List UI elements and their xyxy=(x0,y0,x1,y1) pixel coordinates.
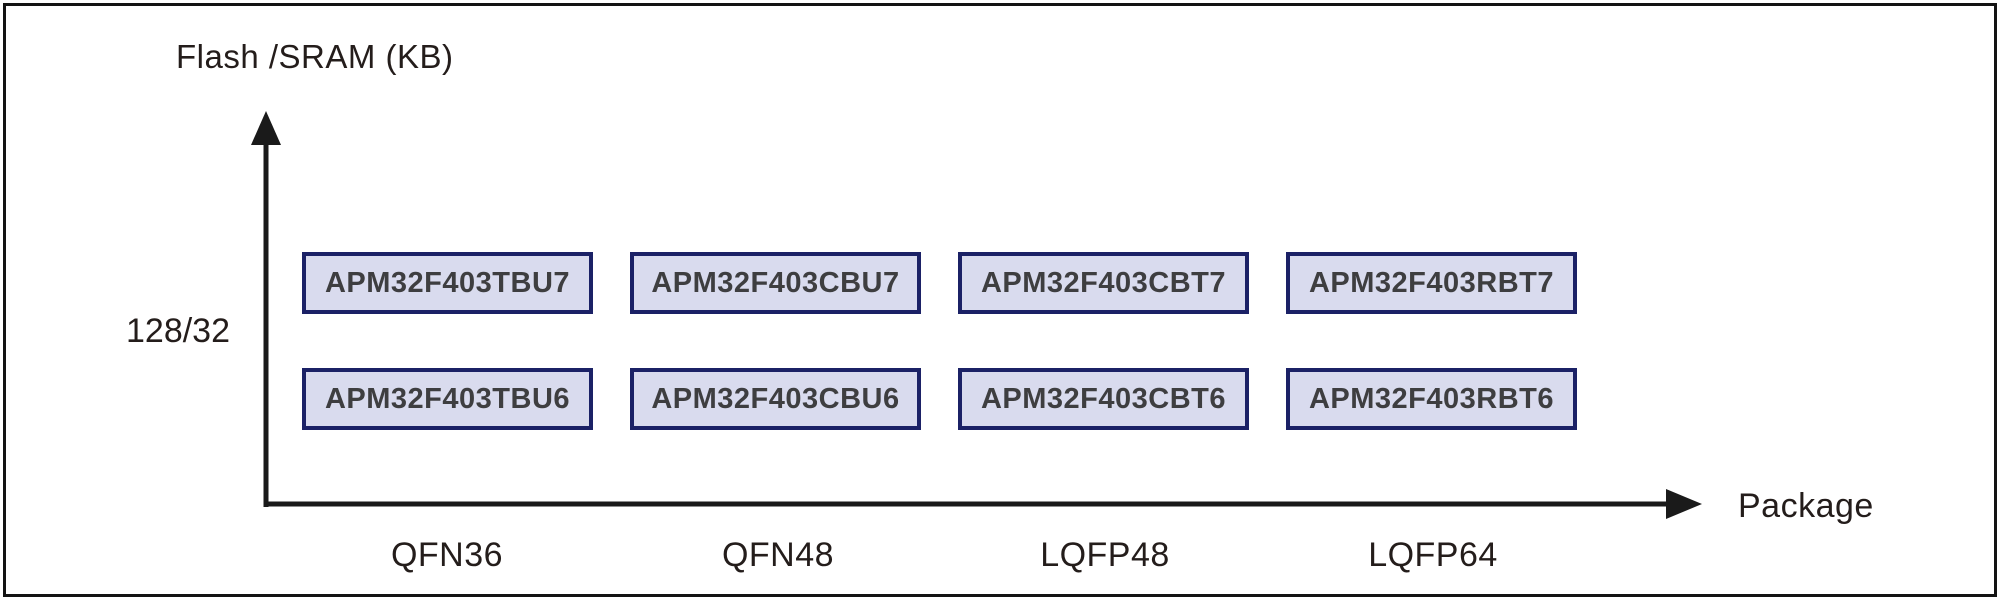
package-tick-label: QFN48 xyxy=(721,536,835,574)
part-box: APM32F403CBT7 xyxy=(958,252,1249,314)
part-box: APM32F403TBU7 xyxy=(302,252,593,314)
package-tick-label: QFN36 xyxy=(390,536,504,574)
x-axis-arrow-icon xyxy=(1666,489,1702,519)
y-axis-arrow-icon xyxy=(251,111,281,145)
y-axis-title: Flash /SRAM (KB) xyxy=(176,38,454,75)
part-box: APM32F403CBU7 xyxy=(630,252,921,314)
part-box: APM32F403RBT6 xyxy=(1286,368,1577,430)
package-tick-label: LQFP48 xyxy=(1040,536,1170,574)
part-box: APM32F403CBT6 xyxy=(958,368,1249,430)
x-axis-title: Package xyxy=(1738,487,1874,525)
x-axis-line xyxy=(264,489,1702,519)
package-tick-label: LQFP64 xyxy=(1368,536,1498,574)
y-axis-tick-label: 128/32 xyxy=(126,312,230,350)
y-axis-line xyxy=(251,111,281,507)
part-box: APM32F403CBU6 xyxy=(630,368,921,430)
part-box: APM32F403TBU6 xyxy=(302,368,593,430)
part-box: APM32F403RBT7 xyxy=(1286,252,1577,314)
